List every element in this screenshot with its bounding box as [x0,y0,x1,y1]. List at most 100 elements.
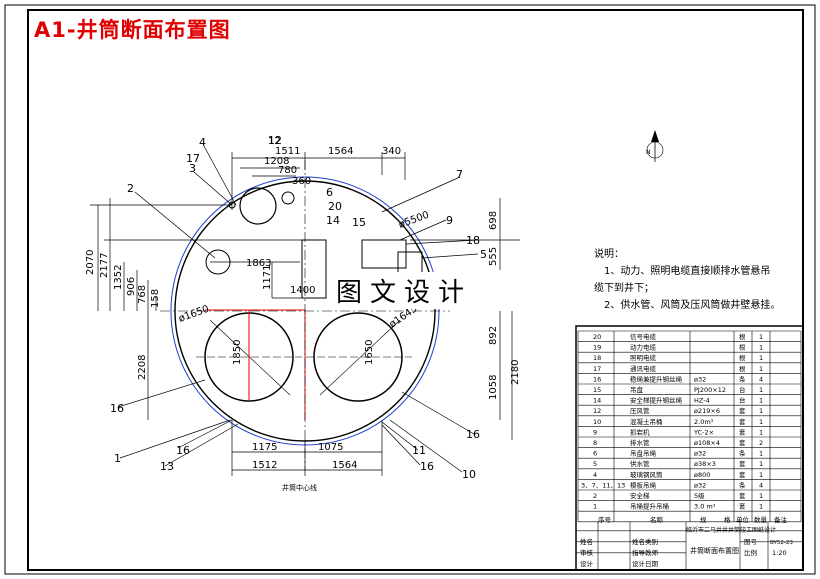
bom-signcell-1: 姓名类别 [632,537,658,546]
bom-cell-qty: 1 [759,450,763,458]
bom-signcell-2: 指导教师 [632,548,659,557]
dim-1511: 1511 [275,146,300,157]
bom-cell-qty: 1 [759,344,763,352]
axis-label: 井筒中心线 [282,483,317,492]
bom-cell-name: 吊盘 [630,385,644,394]
bom-cell-qty: 1 [759,428,763,436]
leader-16d [381,424,421,466]
bom-rc-1: 图号 [744,538,758,546]
leader-num-12: 12 [268,134,282,147]
north-arrow-ring [646,141,664,159]
notes-line-1b: 缆下到井下； [594,283,654,294]
bom-cell-no: 14 [593,397,601,405]
leader-num-15: 15 [352,216,366,229]
bom-frame [575,325,804,571]
bucket-left-diag [209,319,291,396]
leader-lines [117,145,479,473]
pipe-12 [239,187,277,225]
leader-num-11: 11 [412,444,426,457]
bom-cell-name: 抓岩机 [630,427,650,436]
bom-cell-unit: 台 [739,385,746,394]
leader-num-13: 13 [160,460,174,473]
bom-cell-name: 照明电缆 [630,353,657,362]
bom-cell-unit: 套 [739,459,746,468]
dim-158: 158 [150,289,161,308]
bom-header-unit: 单位 [736,515,750,524]
bom-cell-spec: PJ200×12 [694,386,726,394]
bom-cell-name: 吊盘吊绳 [630,449,657,458]
leader-16c [401,391,475,435]
bom-cell-qty: 1 [759,354,763,362]
bom-cell-no: 8 [593,439,597,447]
dim-1175: 1175 [252,442,277,453]
dim-1863: 1863 [246,258,271,269]
bom-cell-name: 吊桶提升吊桶 [630,502,669,511]
platform-15 [361,239,407,269]
dim-1171: 1171 [262,265,273,290]
bom-cell-qty: 4 [759,375,763,383]
leader-4 [203,145,237,206]
bom-cell-name: 玻璃钢风筒 [630,470,663,479]
notes-line-1: 1、动力、照明电缆直接顺排水管悬吊 [604,266,771,277]
leader-16b [177,419,233,449]
bom-cell-qty: 2 [759,439,763,447]
dim-1208: 1208 [264,156,289,167]
notes: 说明： 1、动力、照明电缆直接顺排水管悬吊 缆下到井下； 2、供水管、风筒及压风… [594,246,804,314]
bom-cell-no: 5 [593,460,597,468]
bom-cell-unit: 根 [739,353,746,362]
bom-cell-spec: ø32 [694,375,706,383]
leader-num-5: 5 [480,248,487,261]
bom-cell-no: 3、7、11、13 [581,481,625,489]
leader-3 [193,171,233,206]
dim-2208: 2208 [137,355,148,380]
bom-cell-no: 20 [593,333,601,341]
dim-2180: 2180 [510,360,521,385]
dim-2070: 2070 [85,250,96,275]
bom-rc-4: 1:20 [772,549,787,557]
leader-num-16c: 16 [466,428,480,441]
bom-header-note: 备注 [774,515,788,524]
bom-cell-qty: 1 [759,386,763,394]
dim-1058: 1058 [488,375,499,400]
dim-340: 340 [382,146,401,157]
dim-555: 555 [488,247,499,266]
leader-num-3: 3 [189,162,196,175]
bom-cell-no: 10 [593,418,601,426]
bom-cell-name: 供水管 [630,459,650,468]
leader-9 [399,219,447,241]
bom-cell-unit: 根 [739,343,746,352]
bom-cell-no: 17 [593,365,601,373]
bom-cell-no: 9 [593,428,597,436]
bom-cell-name: 安全梯提升钢丝绳 [630,396,683,405]
bom-cell-spec: YC-2× [693,428,714,436]
dim-1512: 1512 [252,460,277,471]
bom-drawing-name: 井筒断面布置图 [690,546,739,555]
bom-cell-spec: ø108×4 [694,439,720,447]
bom-header-name: 名称 [650,515,664,524]
bom-signcell-3: 设计日期 [632,559,659,568]
dim-12: 12 [268,136,281,147]
bom-cell-name: 模板吊绳 [630,480,657,489]
dim-1400: 1400 [290,285,315,296]
leader-11 [381,421,419,451]
north-arrow-label: N [646,149,651,156]
leader-10 [389,419,463,473]
bom-cell-unit: 套 [739,417,746,426]
bom-cell-spec: ø38×3 [694,460,716,468]
leader-num-7: 7 [456,168,463,181]
leader-num-6: 6 [326,186,333,199]
bom-cell-unit: 台 [739,396,746,405]
bom-cell-unit: 条 [739,374,746,383]
bom-cell-unit: 根 [739,332,746,341]
bom-cell-no: 12 [593,407,601,415]
leader-num-16a: 16 [110,402,124,415]
leader-7 [381,176,461,213]
leader-numbers: 1 2 3 4 5 6 7 9 10 11 12 13 14 15 16 16 … [110,134,487,481]
bom-cell-spec: ø219×6 [694,407,720,415]
bom-cell-no: 18 [593,354,601,362]
bom-cell-no: 2 [593,492,597,500]
dim-360: 360 [292,176,311,187]
bom-school: 临沂市二马井井井筒竣工图纸设计 [686,526,776,534]
bom-cell-name: 稳绳兼提升钢丝绳 [630,374,683,383]
